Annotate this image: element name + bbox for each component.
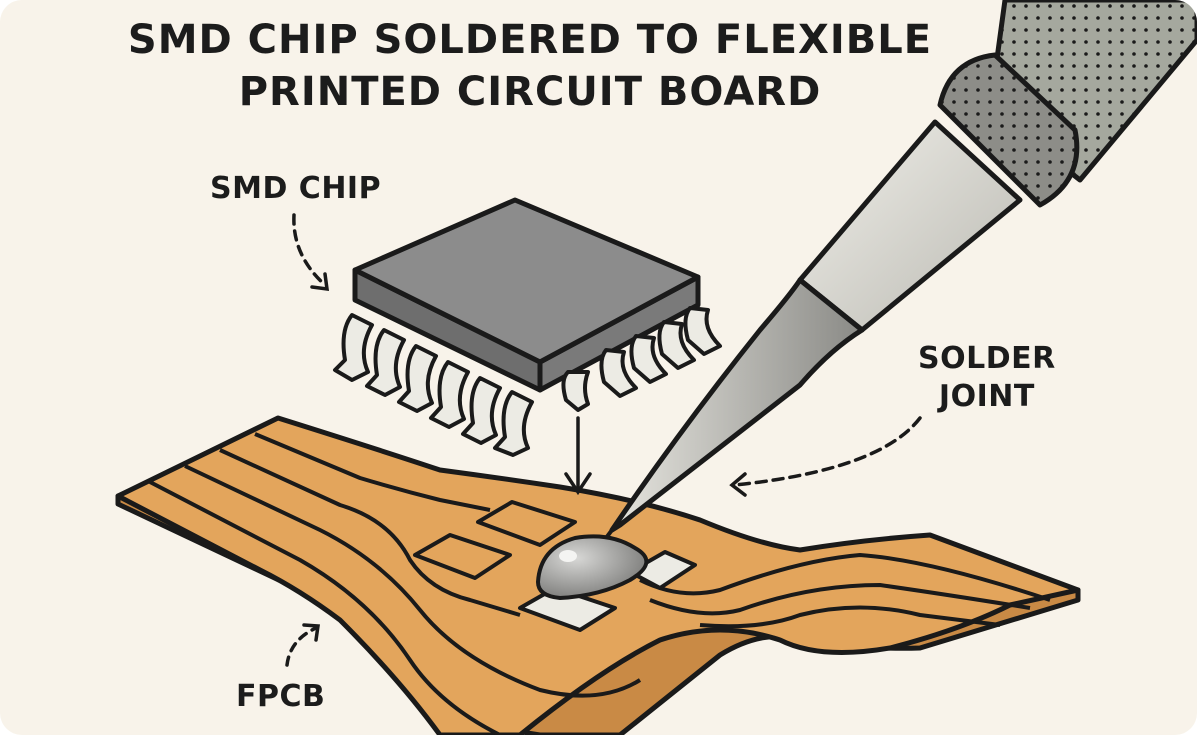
- soldering-iron: [604, 0, 1197, 540]
- chip-label-arrow: [292, 213, 330, 292]
- title-line-1: SMD CHIP SOLDERED TO FLEXIBLE: [127, 17, 933, 63]
- copper-pads: [413, 500, 697, 632]
- title-line-2: PRINTED CIRCUIT BOARD: [238, 69, 822, 115]
- solder-joint: [535, 534, 649, 601]
- label-fpcb: FPCB: [236, 679, 326, 714]
- placement-arrow: [564, 416, 592, 496]
- label-solder-joint-line-2: JOINT: [938, 379, 1035, 414]
- label-solder-joint-line-1: SOLDER: [918, 341, 1056, 376]
- diagram-title: SMD CHIP SOLDERED TO FLEXIBLE PRINTED CI…: [0, 14, 1060, 118]
- label-smd-chip: SMD CHIP: [210, 171, 382, 206]
- label-solder-joint: SOLDER JOINT: [918, 340, 1056, 416]
- smd-chip: [333, 197, 722, 457]
- fpcb-label-arrow: [285, 623, 320, 667]
- solder-label-arrow: [729, 416, 922, 497]
